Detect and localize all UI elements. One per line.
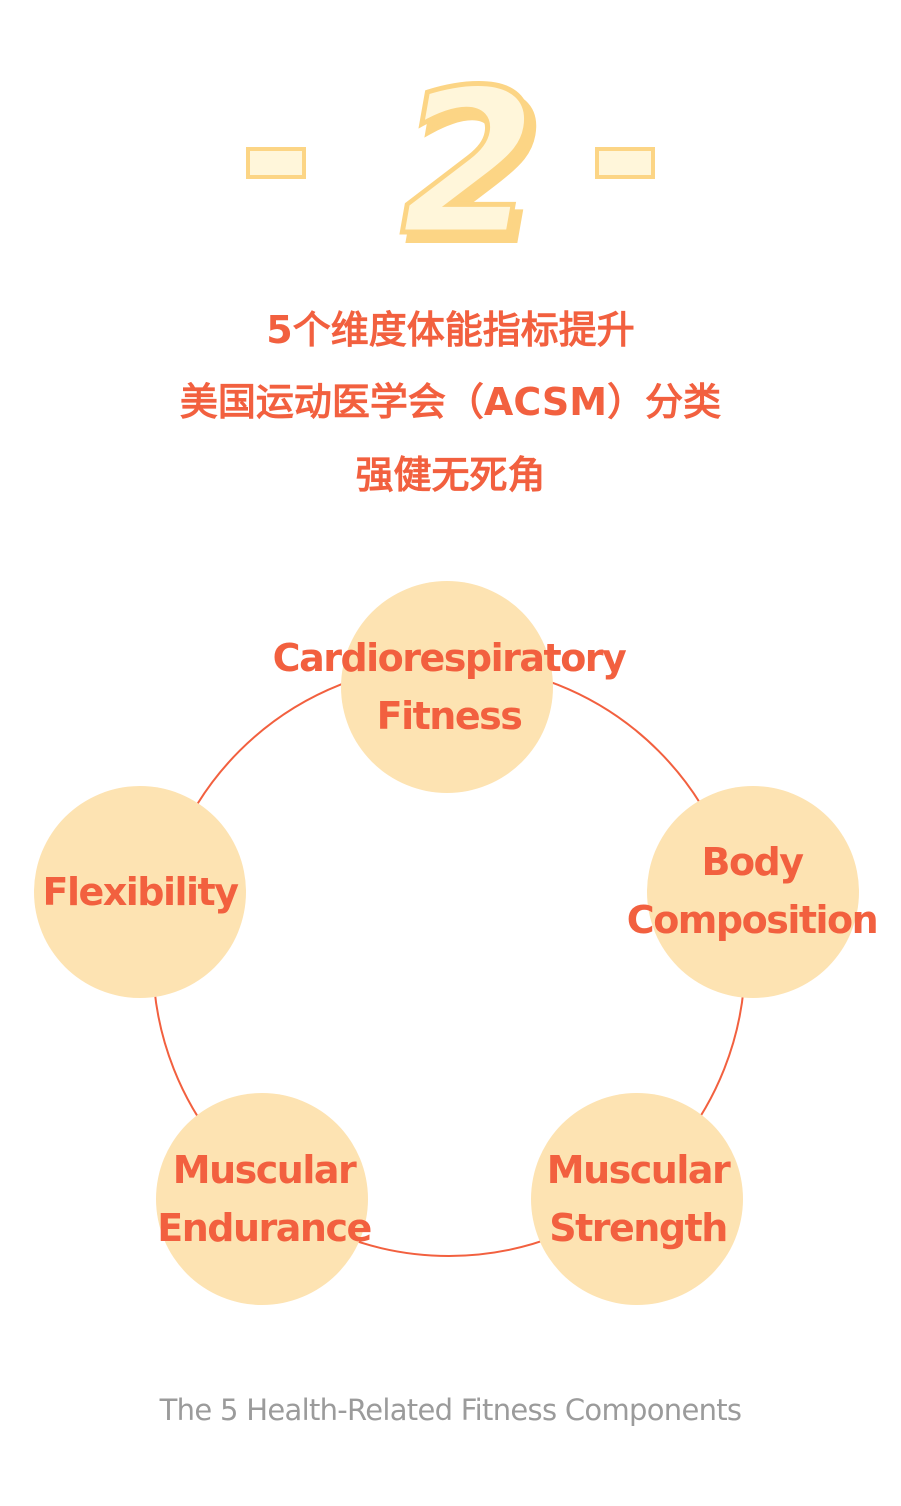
headline-line-1: 5个维度体能指标提升	[0, 298, 901, 362]
label-body-composition: Body Composition	[626, 833, 879, 949]
label-flexibility: Flexibility	[42, 863, 239, 921]
right-dash	[595, 147, 655, 179]
section-number-header: 2 2	[0, 0, 901, 291]
diagram-caption: The 5 Health-Related Fitness Components	[159, 1393, 742, 1427]
label-cardiorespiratory-line-2: Fitness	[376, 694, 523, 738]
section-number-graphic: 2 2	[246, 44, 655, 291]
label-body-line-2: Composition	[626, 898, 879, 942]
node-cardiorespiratory-fitness	[341, 581, 553, 793]
label-cardiorespiratory-fitness: Cardiorespiratory Fitness	[272, 629, 627, 745]
headline-text-1: 5个维度体能指标提升	[250, 298, 652, 362]
node-muscular-endurance	[156, 1093, 368, 1305]
section-number: 2 2	[376, 44, 568, 291]
node-body-composition	[647, 786, 859, 998]
label-muscular-endurance: Muscular Endurance	[157, 1141, 372, 1257]
fitness-components-diagram: Cardiorespiratory Fitness Body Compositi…	[0, 560, 901, 1340]
label-muscular-strength: Muscular Strength	[546, 1141, 731, 1257]
label-body-line-1: Body	[701, 840, 804, 884]
headline-text-2: 美国运动医学会（ACSM）分类	[163, 370, 738, 434]
label-endurance-line-2: Endurance	[157, 1206, 372, 1250]
left-dash	[246, 147, 306, 179]
headline-line-2: 美国运动医学会（ACSM）分类	[0, 370, 901, 434]
headline-text-3: 强健无死角	[339, 443, 562, 507]
label-strength-line-2: Strength	[549, 1206, 728, 1250]
node-flexibility	[34, 786, 246, 998]
label-flexibility-line-1: Flexibility	[42, 870, 239, 914]
label-cardiorespiratory-line-1: Cardiorespiratory	[272, 636, 627, 680]
label-endurance-line-1: Muscular	[172, 1148, 357, 1192]
label-strength-line-1: Muscular	[546, 1148, 731, 1192]
node-muscular-strength	[531, 1093, 743, 1305]
headline-line-3: 强健无死角	[0, 443, 901, 507]
